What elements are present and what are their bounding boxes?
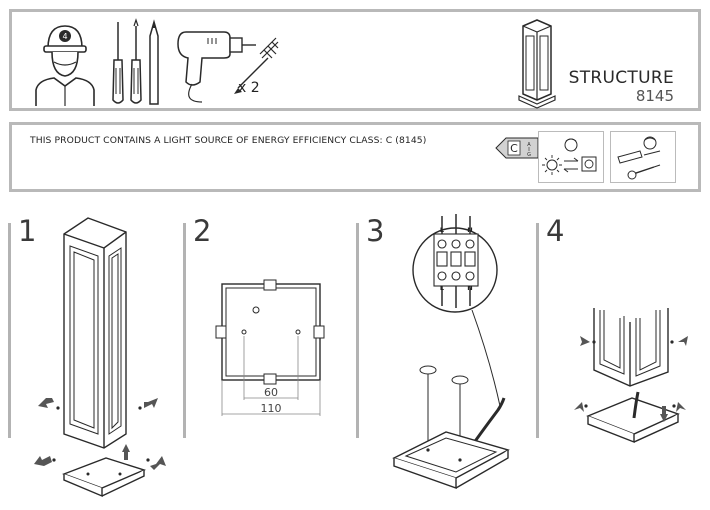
energy-panel: THIS PRODUCT CONTAINS A LIGHT SOURCE OF … (9, 122, 701, 192)
product-code: 8145 (635, 87, 674, 105)
worker-helmet-icon: 4 (35, 25, 95, 106)
step-divider-1 (8, 223, 11, 438)
structure-title: STRUCTURE (568, 68, 674, 88)
step-number-3: 3 (366, 214, 385, 248)
step-1-illustration (34, 217, 166, 498)
step-divider-3 (356, 223, 359, 438)
drill-icon (177, 31, 279, 103)
step-divider-4 (536, 223, 539, 438)
tools-panel: 4 x 2 (9, 9, 701, 111)
step-3-illustration: L N L N (392, 214, 510, 489)
light-source-replace-icon (538, 131, 604, 183)
step-2-illustration: 60 110 (215, 279, 325, 416)
svg-text:4: 4 (62, 32, 67, 41)
product-title: STRUCTURE 8145 (569, 70, 674, 104)
dimension-outer: 110 (261, 402, 282, 415)
dimension-inner: 60 (264, 386, 278, 399)
terminal-label-n-top: N (467, 226, 472, 234)
energy-statement: THIS PRODUCT CONTAINS A LIGHT SOURCE OF … (30, 135, 427, 146)
step-4-illustration (574, 308, 688, 444)
energy-class-label: C A G (495, 137, 539, 159)
quantity-label: x 2 (238, 80, 260, 96)
step-number-4: 4 (546, 214, 565, 248)
energy-class-letter: C (510, 142, 518, 155)
terminal-label-l-bottom: L (440, 284, 444, 292)
tool-replace-icon (610, 131, 676, 183)
energy-scale-bottom: G (527, 152, 531, 158)
product-thumbnail (518, 19, 556, 109)
step-number-2: 2 (193, 214, 212, 248)
terminal-label-l-top: L (440, 226, 444, 234)
step-divider-2 (183, 223, 186, 438)
step-number-1: 1 (18, 214, 37, 248)
screwdrivers-icon (112, 18, 159, 105)
terminal-label-n-bottom: N (467, 284, 472, 292)
energy-scale-top: A (527, 142, 531, 148)
